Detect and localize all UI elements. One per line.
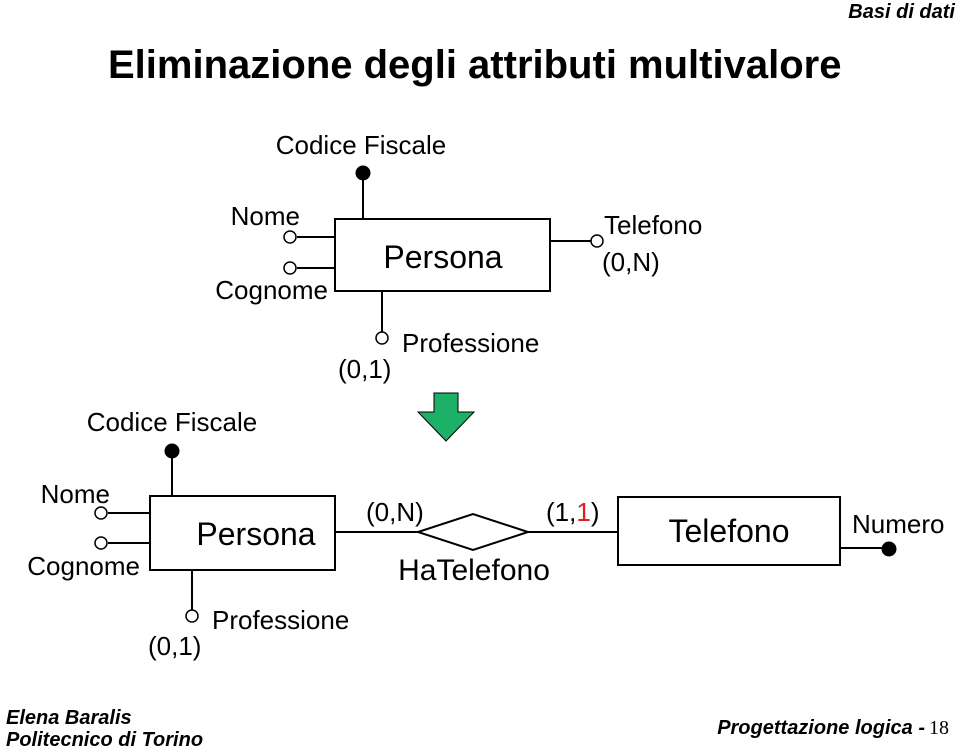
professione-before-label: Professione bbox=[402, 328, 539, 358]
professione-before-attr-icon bbox=[375, 331, 389, 345]
numero-label: Numero bbox=[852, 509, 944, 539]
footer-page-number: 18 bbox=[929, 717, 949, 739]
nome-after-label: Nome bbox=[41, 479, 110, 509]
nome-before-attr-icon bbox=[283, 230, 297, 244]
after-diagram: Persona Codice Fiscale Nome Cognome Prof… bbox=[27, 407, 944, 661]
cardinality-telefono-max: 1 bbox=[576, 497, 590, 527]
course-name: Basi di dati bbox=[848, 1, 955, 23]
footer-section: Progettazione logica - bbox=[717, 717, 925, 739]
numero-key-icon bbox=[881, 541, 897, 557]
professione-after-cardinality: (0,1) bbox=[148, 631, 201, 661]
relationship-hatelefono bbox=[414, 512, 532, 552]
cognome-after-label: Cognome bbox=[27, 551, 140, 581]
cognome-before-label: Cognome bbox=[215, 275, 328, 305]
cardinality-telefono-open: (1, bbox=[546, 497, 576, 527]
telefono-before-label: Telefono bbox=[604, 210, 702, 240]
entity-telefono bbox=[617, 496, 841, 566]
telefono-before-cardinality: (0,N) bbox=[602, 247, 660, 277]
codice-fiscale-after-key-icon bbox=[164, 443, 180, 459]
codice-fiscale-before-key-icon bbox=[355, 165, 371, 181]
professione-before-cardinality: (0,1) bbox=[338, 354, 391, 384]
cognome-after-attr-icon bbox=[94, 536, 108, 550]
before-diagram: Persona Codice Fiscale Nome Cognome Tele… bbox=[215, 130, 702, 384]
relationship-hatelefono-label: HaTelefono bbox=[398, 554, 550, 587]
down-arrow-icon bbox=[416, 392, 476, 442]
nome-before-label: Nome bbox=[231, 201, 300, 231]
entity-persona-after bbox=[149, 495, 336, 571]
telefono-before-attr-icon bbox=[590, 234, 604, 248]
entity-persona-before-label: Persona bbox=[383, 239, 502, 275]
codice-fiscale-before-label: Codice Fiscale bbox=[276, 130, 447, 160]
cognome-before-attr-icon bbox=[283, 261, 297, 275]
nome-after-attr-icon bbox=[94, 506, 108, 520]
footer-institution: Politecnico di Torino bbox=[6, 729, 203, 748]
professione-after-label: Professione bbox=[212, 605, 349, 635]
cardinality-telefono-side: (1,1) bbox=[546, 497, 599, 527]
entity-persona-before bbox=[334, 218, 551, 292]
entity-persona-after-label: Persona bbox=[196, 516, 315, 552]
slide-title: Eliminazione degli attributi multivalore bbox=[108, 43, 841, 87]
entity-telefono-label: Telefono bbox=[669, 513, 790, 549]
cardinality-telefono-close: ) bbox=[591, 497, 600, 527]
professione-after-attr-icon bbox=[185, 609, 199, 623]
cardinality-persona-side: (0,N) bbox=[366, 497, 424, 527]
codice-fiscale-after-label: Codice Fiscale bbox=[87, 407, 258, 437]
footer-author: Elena Baralis bbox=[6, 707, 132, 729]
